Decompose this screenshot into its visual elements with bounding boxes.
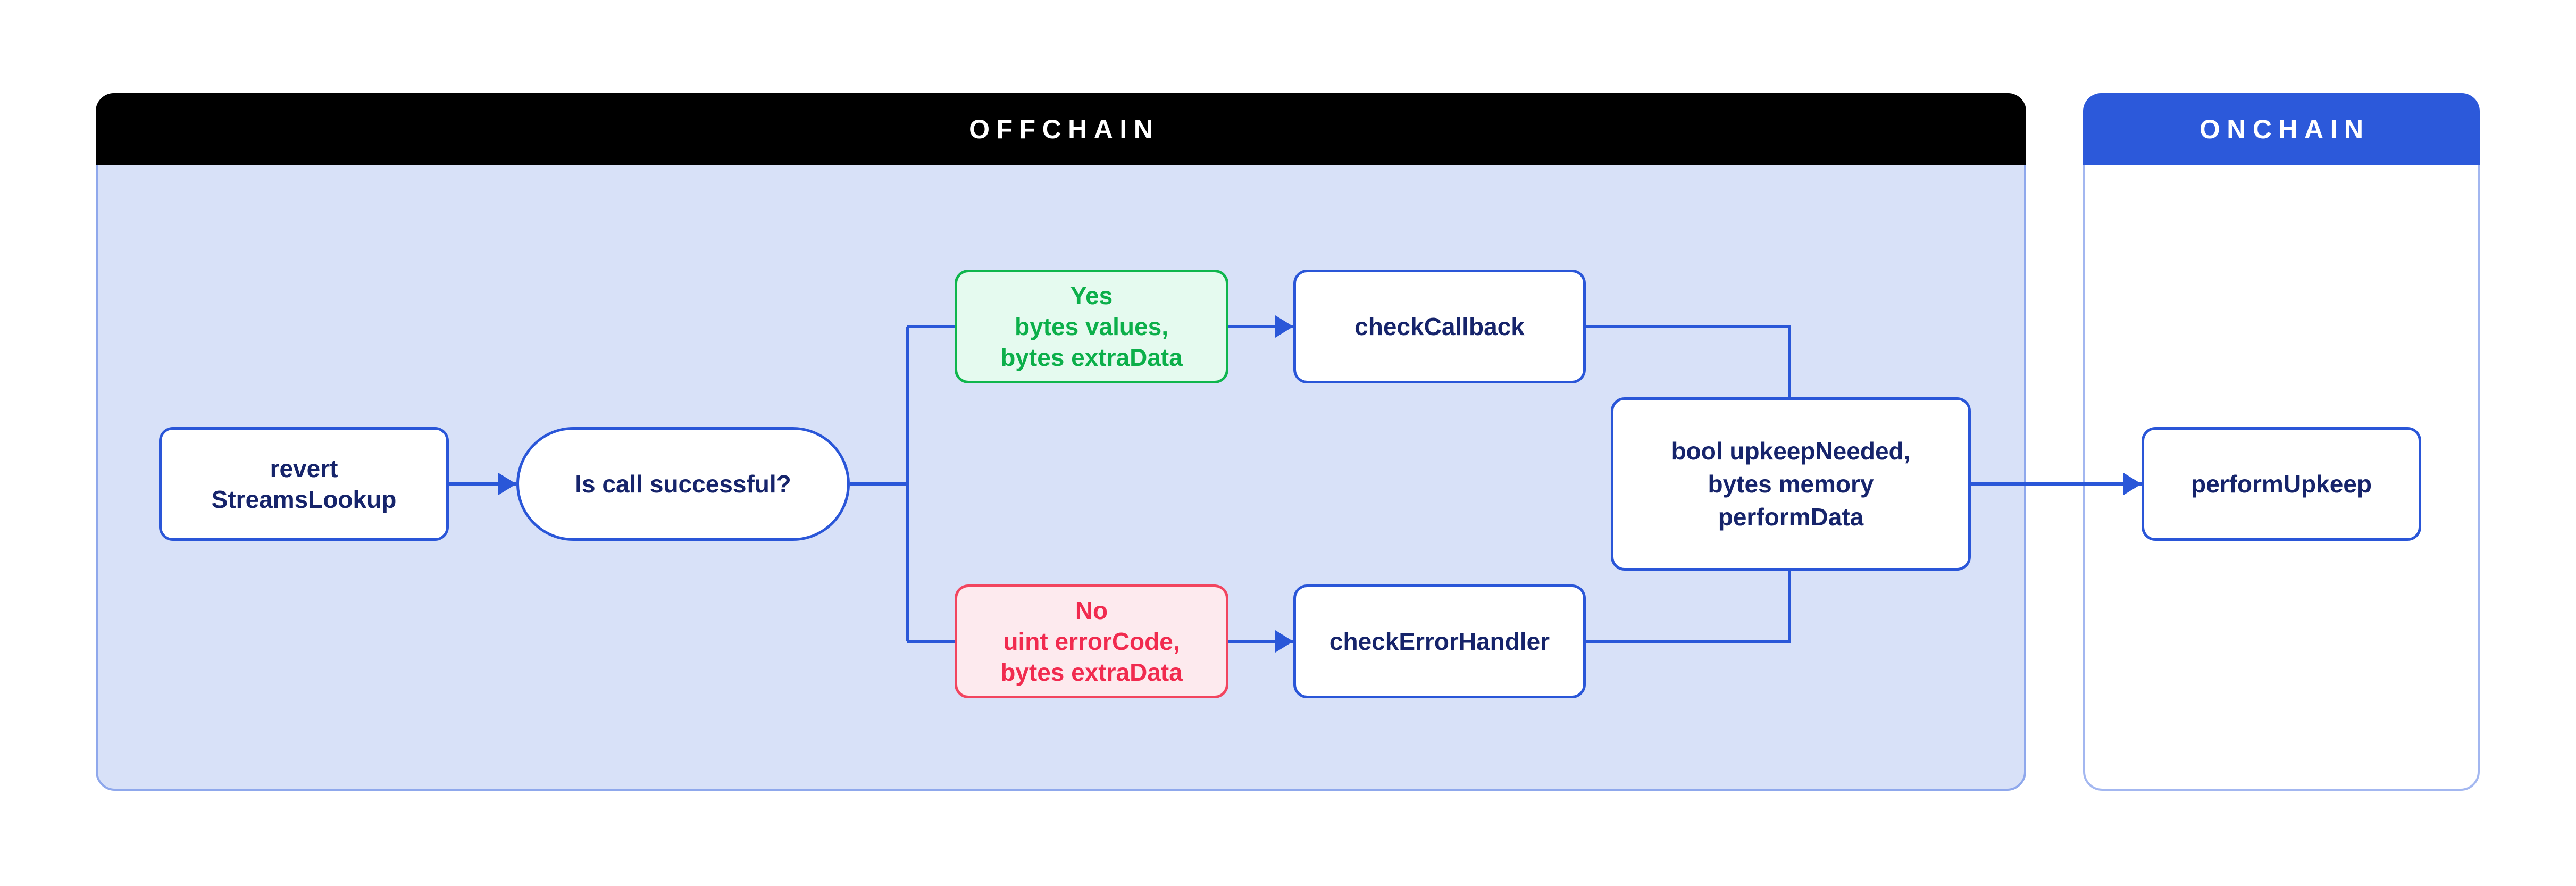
node-is-call-successful: Is call successful?	[516, 427, 850, 541]
node-check-error-handler-label: checkErrorHandler	[1329, 628, 1550, 655]
node-no-branch: No uint errorCode, bytes extraData	[955, 584, 1228, 698]
offchain-header: OFFCHAIN	[96, 93, 2026, 165]
onchain-header: ONCHAIN	[2083, 93, 2480, 165]
node-no-line-3: bytes extraData	[1000, 658, 1183, 686]
node-check-callback-label: checkCallback	[1354, 313, 1525, 340]
node-yes-branch: Yes bytes values, bytes extraData	[955, 270, 1228, 383]
node-revert-line-2: StreamsLookup	[211, 486, 397, 513]
node-revert-streamslookup: revert StreamsLookup	[159, 427, 449, 541]
node-perform-upkeep-label: performUpkeep	[2191, 470, 2372, 498]
node-perform-upkeep: performUpkeep	[2142, 427, 2421, 541]
node-no-line-2: uint errorCode,	[1003, 628, 1180, 655]
offchain-title: OFFCHAIN	[969, 114, 1160, 144]
node-yes-line-2: bytes values,	[1015, 313, 1168, 340]
onchain-title: ONCHAIN	[2199, 114, 2370, 144]
node-check-error-handler: checkErrorHandler	[1293, 584, 1586, 698]
node-no-line-1: No	[1075, 597, 1108, 624]
node-decision-label: Is call successful?	[575, 470, 791, 498]
node-upkeep-result: bool upkeepNeeded, bytes memory performD…	[1611, 397, 1971, 571]
node-upkeep-result-line-1: bool upkeepNeeded,	[1671, 437, 1911, 465]
node-upkeep-result-line-2: bytes memory	[1708, 470, 1874, 498]
node-check-callback: checkCallback	[1293, 270, 1586, 383]
node-yes-line-3: bytes extraData	[1000, 344, 1183, 371]
node-upkeep-result-line-3: performData	[1718, 503, 1864, 531]
node-revert-line-1: revert	[270, 455, 338, 482]
node-yes-line-1: Yes	[1070, 282, 1113, 310]
